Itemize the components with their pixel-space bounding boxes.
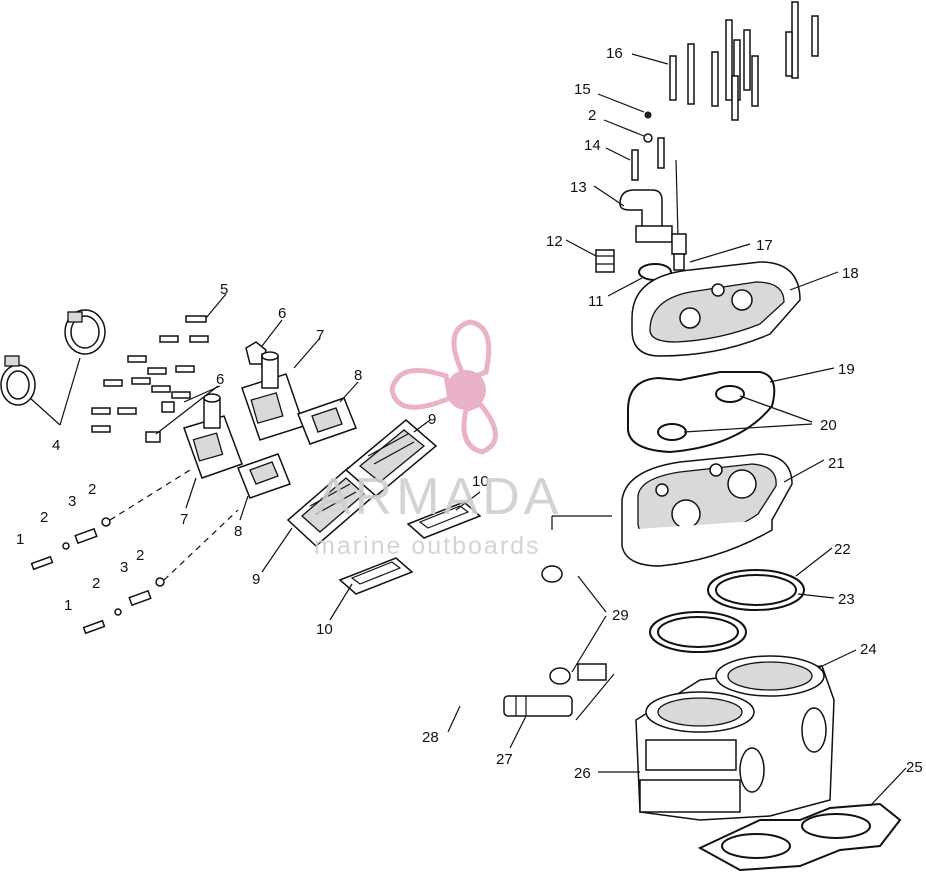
reed-housing-right xyxy=(241,351,305,441)
callout-label: 2 xyxy=(136,547,144,564)
hose-clamp-small xyxy=(541,565,607,685)
callout-label: 11 xyxy=(588,293,604,310)
bolt-cluster-left xyxy=(91,315,209,443)
callout-label: 10 xyxy=(316,621,333,638)
callout-label: 17 xyxy=(756,237,773,254)
callout-label: 21 xyxy=(828,455,845,472)
callout-labels: 1 1 2 2 2 2 3 3 4 5 6 6 7 7 8 8 9 9 10 1… xyxy=(16,45,923,782)
callout-label: 1 xyxy=(16,531,24,548)
callout-label: 2 xyxy=(588,107,596,124)
reed-cage-right xyxy=(344,419,438,497)
callout-label: 27 xyxy=(496,751,513,768)
callout-label: 25 xyxy=(906,759,923,776)
callout-label: 20 xyxy=(820,417,837,434)
callout-label: 6 xyxy=(278,305,286,322)
temp-sender xyxy=(671,233,687,271)
bolt-washer-set-lower xyxy=(82,577,165,635)
callout-label: 3 xyxy=(120,559,128,576)
callout-label: 2 xyxy=(88,481,96,498)
spacer-block-left xyxy=(237,453,291,499)
armada-watermark: ARMADA marine outboards xyxy=(314,319,562,560)
head-gasket-front xyxy=(649,611,747,653)
outlet-elbow xyxy=(619,189,673,243)
callout-label: 9 xyxy=(252,571,260,588)
head-gasket-rear xyxy=(707,569,805,611)
watermark-brand: ARMADA xyxy=(316,468,562,526)
callout-label: 1 xyxy=(64,597,72,614)
callout-label: 3 xyxy=(68,493,76,510)
reed-gasket-lower xyxy=(338,557,414,595)
callout-label: 28 xyxy=(422,729,439,746)
callout-label: 8 xyxy=(354,367,362,384)
callout-label: 15 xyxy=(574,81,591,98)
callout-label: 9 xyxy=(428,411,436,428)
thermostat xyxy=(595,249,615,273)
callout-label: 22 xyxy=(834,541,851,558)
callout-label: 7 xyxy=(316,327,324,344)
watermark-tagline: marine outboards xyxy=(314,532,541,560)
leader-lines xyxy=(155,53,907,807)
callout-label: 2 xyxy=(92,575,100,592)
callout-label: 23 xyxy=(838,591,855,608)
callout-label: 6 xyxy=(216,371,224,388)
callout-label: 8 xyxy=(234,523,242,540)
callout-label: 4 xyxy=(52,437,60,454)
callout-label: 24 xyxy=(860,641,877,658)
callout-label: 13 xyxy=(570,179,587,196)
callout-label: 26 xyxy=(574,765,591,782)
cylinder-block xyxy=(635,655,835,821)
callout-label: 18 xyxy=(842,265,859,282)
hose-clamp-lower xyxy=(0,355,36,406)
spacer-block-right xyxy=(297,397,357,445)
head-bolts xyxy=(631,1,819,181)
base-gasket xyxy=(697,802,902,872)
callout-label: 10 xyxy=(472,473,489,490)
head-gasket-oring xyxy=(627,371,776,454)
hose-fitting xyxy=(503,695,573,717)
reed-gasket-upper xyxy=(406,501,482,539)
propeller-icon xyxy=(389,319,498,455)
hose-clamp-upper xyxy=(64,309,106,355)
callout-label: 2 xyxy=(40,509,48,526)
callout-label: 19 xyxy=(838,361,855,378)
callout-label: 29 xyxy=(612,607,629,624)
cylinder-head xyxy=(621,453,793,567)
callout-label: 16 xyxy=(606,45,623,62)
reed-cage-left xyxy=(286,466,378,548)
water-hose xyxy=(452,583,560,716)
bolt-washer-set-upper xyxy=(30,517,111,571)
reed-housing-left xyxy=(183,393,243,479)
callout-label: 12 xyxy=(546,233,563,250)
callout-label: 5 xyxy=(220,281,228,298)
callout-label: 14 xyxy=(584,137,601,154)
callout-label: 7 xyxy=(180,511,188,528)
head-cover xyxy=(631,261,801,357)
